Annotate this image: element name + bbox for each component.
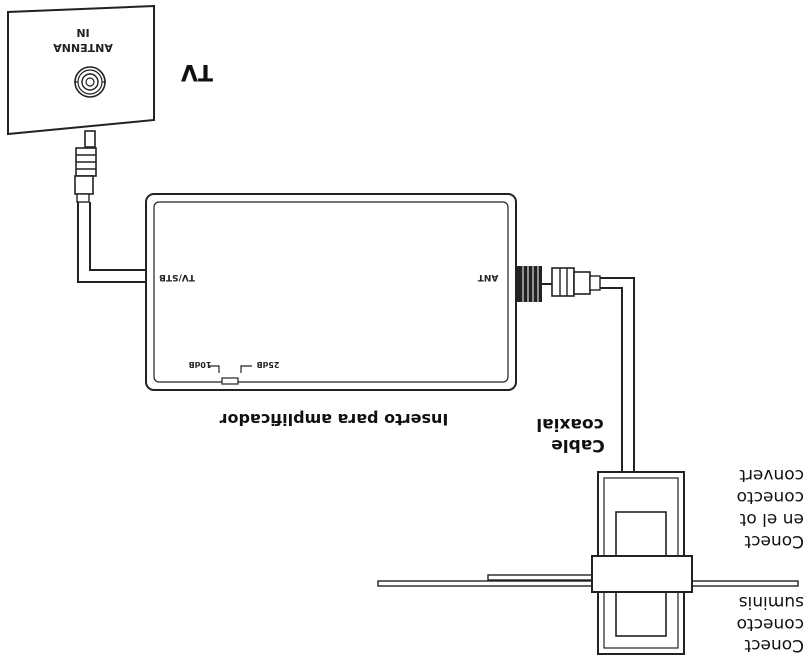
cable-label-2: coaxial (536, 414, 603, 434)
tv-port-label-2: IN (76, 26, 89, 39)
rotated-figure: ANTENNA IN TV TV/STB (7, 4, 804, 655)
amplifier-port-tvstb: TV/STB (159, 272, 195, 282)
instruction-2-line-3: conecto (737, 487, 804, 507)
ant-port-connector (516, 266, 601, 302)
amplifier-port-ant: ANT (477, 272, 498, 282)
tv-panel: ANTENNA IN (7, 4, 155, 136)
instruction-1-line-1: Conect (744, 635, 804, 655)
instruction-1-line-2: conecto (737, 614, 804, 634)
amplifier-gain-10db: 10dB (189, 360, 212, 369)
tv-coax-cable (74, 130, 146, 283)
instruction-2-line-4: convert (739, 465, 804, 485)
tv-label: TV (181, 59, 213, 84)
instruction-2-line-1: Conect (744, 531, 804, 551)
instruction-1-line-3: suminis (739, 592, 804, 612)
antenna-coax-cable (600, 277, 635, 472)
instruction-2-line-2: en el ot (739, 509, 804, 529)
instructions: Conect conecto suminis Conect en el ot c… (737, 465, 804, 655)
cable-label-1: Cable (551, 435, 604, 455)
antenna-icon (377, 471, 799, 655)
antenna-in-connector-icon (74, 66, 106, 98)
amplifier-label: Inserto para amplificador (220, 410, 449, 429)
tv-port-label-1: ANTENNA (53, 41, 113, 54)
amplifier-gain-25db: 25dB (257, 360, 280, 369)
